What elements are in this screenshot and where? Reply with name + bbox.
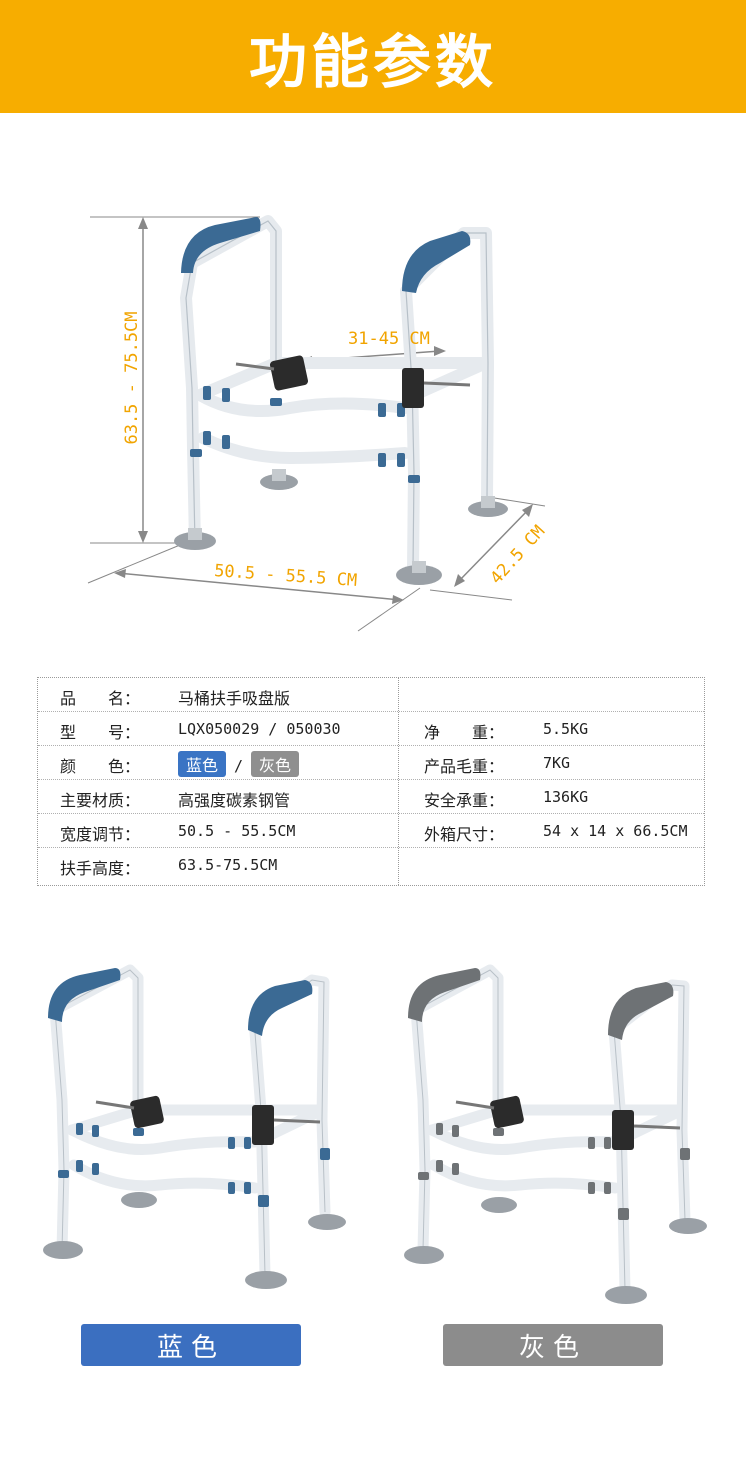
height-dimension-label: 63.5 - 75.5CM	[122, 311, 142, 445]
spec-label: 安全承重：	[424, 791, 505, 810]
spec-table: 品 名： 马桶扶手吸盘版 型 号： LQX050029 / 050030 净 重…	[37, 677, 705, 886]
spec-label: 颜 色：	[60, 757, 141, 776]
color-options: 蓝色 / 灰色	[178, 751, 300, 777]
inner-width-dimension-label: 31-45 CM	[348, 329, 430, 349]
page-title: 功能参数	[248, 27, 497, 96]
spec-value: 7KG	[543, 754, 571, 772]
spec-value: 136KG	[543, 788, 589, 806]
spec-label: 主要材质：	[60, 791, 141, 810]
dimension-diagram: 63.5 - 75.5CM 31-45 CM 50.5 - 55.5 CM 42…	[0, 113, 746, 653]
spec-row: 品 名： 马桶扶手吸盘版	[38, 678, 704, 712]
right-side-pad	[402, 368, 424, 408]
left-armrest-pad	[181, 217, 261, 273]
spec-row: 宽度调节： 50.5 - 55.5CM 外箱尺寸： 54 x 14 x 66.5…	[38, 814, 704, 848]
left-side-pad	[269, 355, 309, 391]
color-separator: /	[234, 757, 244, 775]
dimension-illustration	[87, 215, 546, 632]
spec-row: 主要材质： 高强度碳素钢管 安全承重： 136KG	[38, 780, 704, 814]
spec-label: 产品毛重：	[424, 757, 505, 776]
product-variants	[0, 950, 746, 1310]
spec-value: 高强度碳素钢管	[178, 791, 291, 810]
spec-row: 颜 色： 蓝色 / 灰色 产品毛重： 7KG	[38, 746, 704, 780]
variant-illustrations	[43, 964, 707, 1304]
spec-label: 净 重：	[424, 723, 505, 742]
spec-value: 63.5-75.5CM	[178, 856, 278, 874]
gray-variant-button[interactable]: 灰色	[443, 1324, 663, 1366]
blue-variant-frame	[43, 964, 346, 1289]
spec-label: 品 名：	[60, 689, 141, 708]
gray-variant-frame	[404, 964, 707, 1304]
spec-label: 外箱尺寸：	[424, 825, 505, 844]
spec-value: 马桶扶手吸盘版	[178, 689, 291, 708]
spec-label: 宽度调节：	[60, 825, 141, 844]
color-chip-gray[interactable]: 灰色	[251, 751, 300, 777]
spec-row: 型 号： LQX050029 / 050030 净 重： 5.5KG	[38, 712, 704, 746]
spec-value: 54 x 14 x 66.5CM	[543, 822, 688, 840]
spec-label: 型 号：	[60, 723, 141, 742]
right-armrest-pad	[402, 231, 471, 293]
spec-value: LQX050029 / 050030	[178, 720, 341, 738]
spec-value: 5.5KG	[543, 720, 589, 738]
header-banner: 功能参数	[0, 0, 746, 113]
spec-row: 扶手高度： 63.5-75.5CM	[38, 848, 704, 882]
color-chip-blue[interactable]: 蓝色	[178, 751, 227, 777]
spec-column-divider	[398, 678, 399, 885]
spec-value: 50.5 - 55.5CM	[178, 822, 296, 840]
spec-label: 扶手高度：	[60, 859, 141, 878]
blue-variant-button[interactable]: 蓝色	[81, 1324, 301, 1366]
